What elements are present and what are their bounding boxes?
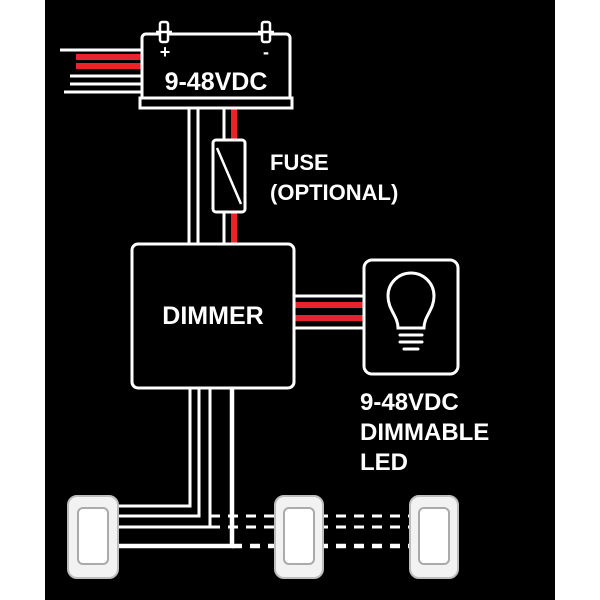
- led-label: LED: [360, 449, 408, 476]
- lightbulb-icon: [386, 271, 436, 351]
- supply-minus-label: -: [263, 42, 269, 62]
- input-wires: [60, 48, 142, 94]
- switch-2: [274, 495, 324, 579]
- switch-1: [67, 495, 119, 579]
- fuse: [211, 138, 247, 214]
- fuse-label: FUSE: [270, 150, 329, 175]
- supply-plus-label: +: [160, 42, 171, 62]
- led-dimmable-label: DIMMABLE: [360, 419, 489, 446]
- power-supply: [138, 20, 294, 110]
- led-voltage-label: 9-48VDC: [360, 389, 459, 416]
- supply-to-dimmer-wires: [187, 108, 237, 248]
- supply-voltage-label: 9-48VDC: [165, 68, 268, 96]
- dimmer-label: DIMMER: [162, 302, 263, 330]
- dimmer-box: [130, 242, 296, 390]
- switch-wires: [118, 388, 414, 549]
- led-box: [362, 258, 460, 376]
- dimmer-to-led-wires: [294, 294, 365, 330]
- switch-3: [409, 495, 459, 579]
- fuse-optional-label: (OPTIONAL): [270, 180, 398, 205]
